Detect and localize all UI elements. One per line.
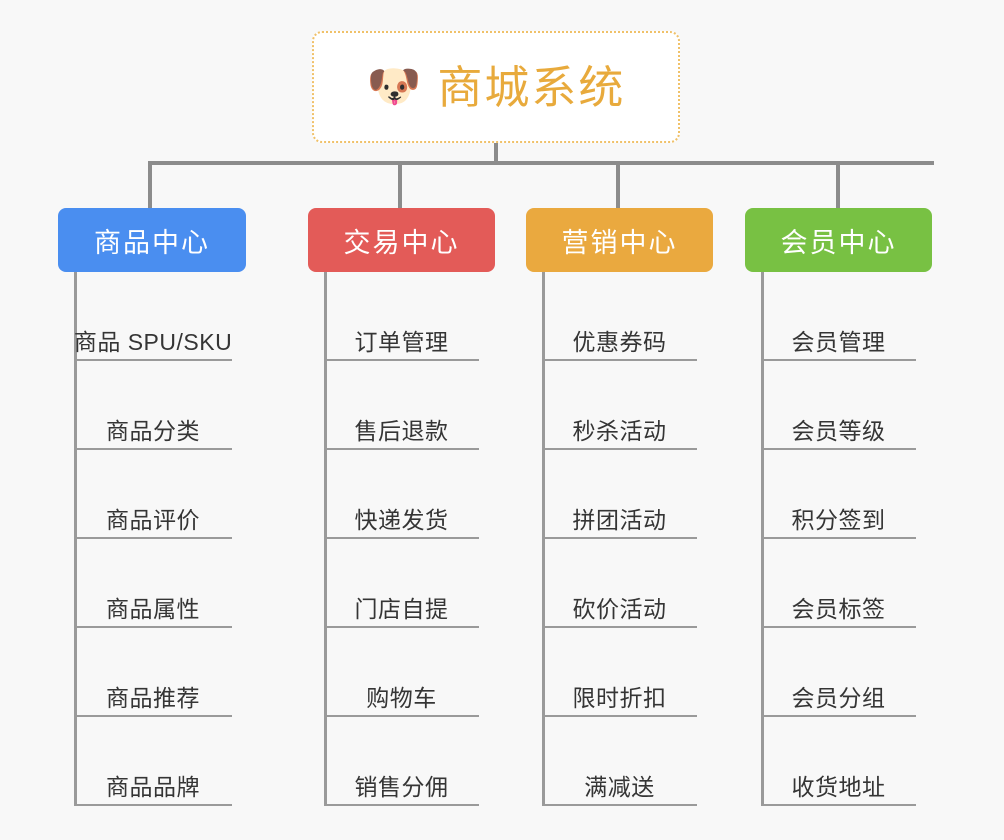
category-box-product-center[interactable]: 商品中心 [58,208,246,272]
leaf-item[interactable]: 售后退款 [324,361,479,450]
root-node[interactable]: 🐶 商城系统 [312,31,680,143]
category-box-member-center[interactable]: 会员中心 [745,208,932,272]
leaf-label: 商品 SPU/SKU [73,328,233,355]
leaf-label: 快递发货 [354,506,449,533]
leaf-item[interactable]: 砍价活动 [542,539,697,628]
category-label: 营销中心 [561,227,678,258]
leaf-item[interactable]: 会员标签 [761,539,916,628]
leaf-item[interactable]: 商品推荐 [74,628,232,717]
branch-marketing-center: 营销中心 优惠券码 秒杀活动 拼团活动 砍价活动 限时折扣 满减送 [526,208,713,806]
leaf-item[interactable]: 商品评价 [74,450,232,539]
leaf-item[interactable]: 订单管理 [324,272,479,361]
leaf-spine [74,272,77,806]
leaf-label: 积分签到 [791,506,886,533]
leaf-label: 限时折扣 [572,684,667,711]
leaf-item[interactable]: 秒杀活动 [542,361,697,450]
connector-root-stem [494,143,498,165]
leaf-item[interactable]: 商品属性 [74,539,232,628]
leaf-item[interactable]: 满减送 [542,717,697,806]
leaf-label: 销售分佣 [354,773,449,800]
leaf-label: 收货地址 [791,773,886,800]
category-label: 商品中心 [94,227,210,258]
leaf-item[interactable]: 拼团活动 [542,450,697,539]
leaf-item[interactable]: 会员分组 [761,628,916,717]
leaf-label: 砍价活动 [572,595,667,622]
connector-horizontal-bus [148,161,934,165]
leaf-label: 商品分类 [106,417,200,444]
leaf-label: 满减送 [584,773,655,800]
leaf-label: 秒杀活动 [572,417,667,444]
leaf-item[interactable]: 积分签到 [761,450,916,539]
leaf-item[interactable]: 商品品牌 [74,717,232,806]
branch-product-center: 商品中心 商品 SPU/SKU 商品分类 商品评价 商品属性 商品推荐 商品品牌 [58,208,246,806]
leaf-list-product-center: 商品 SPU/SKU 商品分类 商品评价 商品属性 商品推荐 商品品牌 [58,272,246,806]
leaf-item[interactable]: 商品 SPU/SKU [74,272,232,361]
leaf-spine [324,272,327,806]
category-box-trade-center[interactable]: 交易中心 [308,208,495,272]
leaf-item[interactable]: 购物车 [324,628,479,717]
category-label: 会员中心 [780,227,897,258]
leaf-item[interactable]: 快递发货 [324,450,479,539]
leaf-label: 商品评价 [106,506,200,533]
leaf-label: 商品属性 [106,595,200,622]
leaf-spine [542,272,545,806]
leaf-list-trade-center: 订单管理 售后退款 快递发货 门店自提 购物车 销售分佣 [308,272,495,806]
leaf-label: 优惠券码 [572,328,667,355]
leaf-label: 商品品牌 [106,773,200,800]
branch-member-center: 会员中心 会员管理 会员等级 积分签到 会员标签 会员分组 收货地址 [745,208,932,806]
leaf-item[interactable]: 收货地址 [761,717,916,806]
category-label: 交易中心 [343,227,460,258]
leaf-list-marketing-center: 优惠券码 秒杀活动 拼团活动 砍价活动 限时折扣 满减送 [526,272,713,806]
leaf-item[interactable]: 销售分佣 [324,717,479,806]
leaf-label: 拼团活动 [572,506,667,533]
connector-drop-2 [398,161,402,209]
connector-drop-4 [836,161,840,209]
leaf-item[interactable]: 会员等级 [761,361,916,450]
leaf-label: 会员管理 [791,328,886,355]
leaf-label: 会员标签 [791,595,886,622]
leaf-spine [761,272,764,806]
leaf-item[interactable]: 门店自提 [324,539,479,628]
leaf-label: 售后退款 [354,417,449,444]
leaf-label: 商品推荐 [106,684,200,711]
category-box-marketing-center[interactable]: 营销中心 [526,208,713,272]
leaf-label: 订单管理 [354,328,449,355]
root-title: 商城系统 [437,61,626,113]
leaf-item[interactable]: 限时折扣 [542,628,697,717]
leaf-label: 会员分组 [791,684,886,711]
leaf-label: 门店自提 [354,595,449,622]
leaf-label: 会员等级 [791,417,886,444]
leaf-label: 购物车 [366,684,437,711]
leaf-item[interactable]: 会员管理 [761,272,916,361]
leaf-item[interactable]: 优惠券码 [542,272,697,361]
leaf-list-member-center: 会员管理 会员等级 积分签到 会员标签 会员分组 收货地址 [745,272,932,806]
leaf-item[interactable]: 商品分类 [74,361,232,450]
connector-drop-1 [148,161,152,209]
branch-trade-center: 交易中心 订单管理 售后退款 快递发货 门店自提 购物车 销售分佣 [308,208,495,806]
connector-drop-3 [616,161,620,209]
dog-face-icon: 🐶 [366,62,422,111]
